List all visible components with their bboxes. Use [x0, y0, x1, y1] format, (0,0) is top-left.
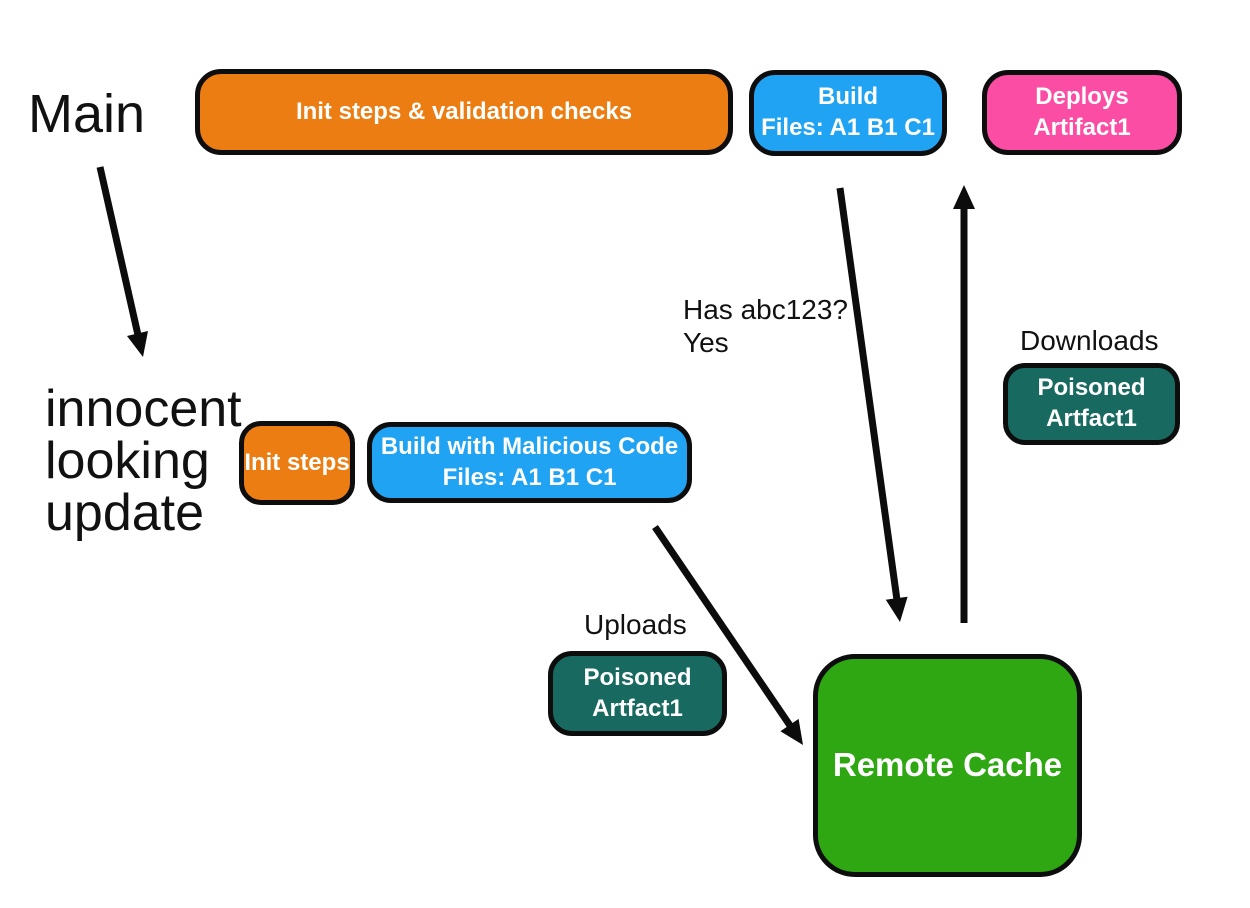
node-init-validation-checks-label: Init steps & validation checks [295, 97, 633, 125]
node-remote-cache: Remote Cache [813, 654, 1082, 877]
node-init-steps-label: Init steps [244, 448, 350, 476]
arrow-cache-to-deploy [953, 185, 975, 623]
node-poisoned-artifact-downloaded: Poisoned Artfact1 [1003, 363, 1180, 445]
node-init-steps: Init steps [239, 421, 355, 505]
node-deploys-artifact1: Deploys Artifact1 [982, 70, 1182, 155]
downloads-label: Downloads [1020, 325, 1159, 356]
node-poisoned-artifact-downloaded-label: Poisoned Artfact1 [1037, 374, 1146, 432]
arrow-build-to-cache [836, 187, 908, 622]
node-build-malicious-code-label: Build with Malicious Code Files: A1 B1 C… [380, 432, 679, 491]
node-poisoned-artifact-uploaded: Poisoned Artfact1 [548, 651, 727, 736]
arrow-main-to-update [96, 166, 148, 357]
node-build-malicious-code: Build with Malicious Code Files: A1 B1 C… [367, 422, 692, 503]
node-build-files: Build Files: A1 B1 C1 [749, 70, 947, 156]
node-remote-cache-label: Remote Cache [832, 746, 1063, 784]
main-branch-label: Main [28, 84, 146, 144]
node-deploys-artifact1-label: Deploys Artifact1 [1033, 82, 1131, 141]
node-build-files-label: Build Files: A1 B1 C1 [761, 83, 935, 141]
cache-hit-query-label: Has abc123? Yes [683, 294, 849, 359]
innocent-update-label: innocent looking update [45, 380, 242, 542]
node-poisoned-artifact-uploaded-label: Poisoned Artfact1 [583, 663, 692, 722]
uploads-label: Uploads [584, 609, 687, 640]
node-init-validation-checks: Init steps & validation checks [195, 69, 733, 155]
